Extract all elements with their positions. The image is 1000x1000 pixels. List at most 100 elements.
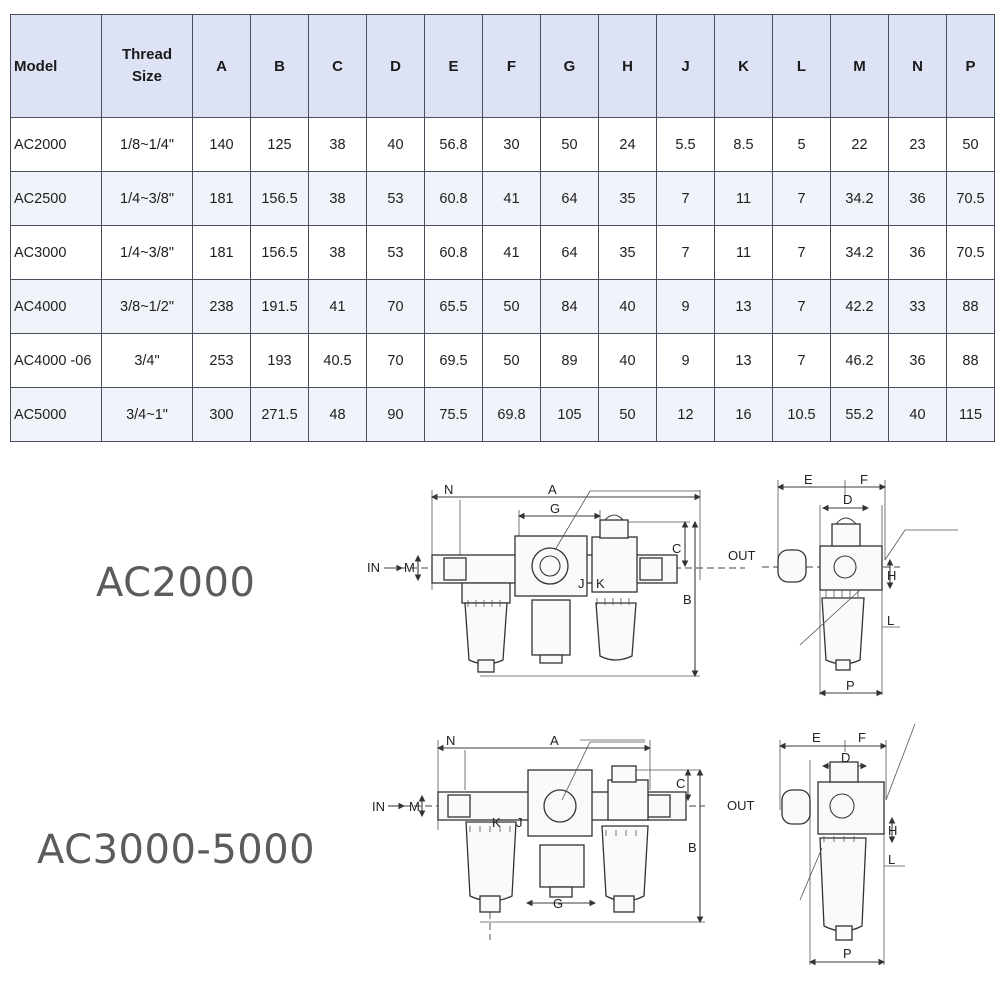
cell-model: AC2500 bbox=[10, 171, 102, 226]
dim-f-label: F bbox=[860, 472, 868, 487]
dim-b-label: B bbox=[683, 592, 692, 607]
dim-e-label-2: E bbox=[812, 730, 821, 745]
cell-e: 60.8 bbox=[424, 171, 483, 226]
dim-a-label-2: A bbox=[550, 733, 559, 748]
dim-l-label: L bbox=[887, 613, 894, 628]
cell-k: 16 bbox=[714, 387, 773, 442]
header-cell-d: D bbox=[366, 14, 425, 118]
cell-f: 50 bbox=[482, 279, 541, 334]
cell-e: 60.8 bbox=[424, 225, 483, 280]
dim-b-label-2: B bbox=[688, 840, 697, 855]
dim-c-label-2: C bbox=[676, 776, 685, 791]
cell-h: 50 bbox=[598, 387, 657, 442]
cell-b: 271.5 bbox=[250, 387, 309, 442]
cell-b: 125 bbox=[250, 117, 309, 172]
dim-m-label-2: M bbox=[409, 799, 420, 814]
dim-m-label: M bbox=[404, 560, 415, 575]
header-cell-p: P bbox=[946, 14, 995, 118]
cell-c: 40.5 bbox=[308, 333, 367, 388]
dim-k-label: K bbox=[596, 576, 605, 591]
model-label-ac2000: AC2000 bbox=[96, 560, 256, 606]
cell-a: 181 bbox=[192, 171, 251, 226]
cell-n: 36 bbox=[888, 171, 947, 226]
cell-a: 300 bbox=[192, 387, 251, 442]
cell-d: 40 bbox=[366, 117, 425, 172]
cell-model: AC4000 bbox=[10, 279, 102, 334]
header-thread-line-1: Thread bbox=[121, 46, 172, 63]
cell-g: 84 bbox=[540, 279, 599, 334]
dim-j-label: J bbox=[578, 576, 585, 591]
cell-b: 193 bbox=[250, 333, 309, 388]
cell-m: 42.2 bbox=[830, 279, 889, 334]
cell-e: 69.5 bbox=[424, 333, 483, 388]
dim-e-label: E bbox=[804, 472, 813, 487]
header-thread-line-2: Size bbox=[131, 68, 162, 85]
cell-j: 7 bbox=[656, 171, 715, 226]
cell-j: 9 bbox=[656, 279, 715, 334]
table-header: Model Thread Size A B C D E F G H J K L … bbox=[10, 14, 995, 118]
cell-j: 9 bbox=[656, 333, 715, 388]
dim-p-label-2: P bbox=[843, 946, 852, 961]
dim-f-label-2: F bbox=[858, 730, 866, 745]
cell-e: 75.5 bbox=[424, 387, 483, 442]
cell-b: 156.5 bbox=[250, 171, 309, 226]
model-label-ac3000-5000: AC3000-5000 bbox=[37, 827, 316, 873]
cell-h: 40 bbox=[598, 333, 657, 388]
dim-h-label: H bbox=[887, 568, 896, 583]
cell-h: 35 bbox=[598, 171, 657, 226]
cell-g: 50 bbox=[540, 117, 599, 172]
ac2000-front-view: N A G C B IN M bbox=[367, 482, 745, 678]
header-cell-model: Model bbox=[10, 14, 102, 118]
cell-n: 23 bbox=[888, 117, 947, 172]
cell-p: 50 bbox=[946, 117, 995, 172]
cell-h: 35 bbox=[598, 225, 657, 280]
in-port-label-2: IN bbox=[372, 799, 385, 814]
dim-j-label-2: J bbox=[516, 815, 523, 830]
dim-g-label: G bbox=[550, 501, 560, 516]
cell-thread-size: 3/8~1/2" bbox=[101, 279, 193, 334]
ac2000-side-view: E F D OUT H L P bbox=[728, 472, 958, 697]
cell-a: 140 bbox=[192, 117, 251, 172]
out-port-label: OUT bbox=[728, 548, 756, 563]
cell-a: 253 bbox=[192, 333, 251, 388]
cell-j: 5.5 bbox=[656, 117, 715, 172]
cell-g: 64 bbox=[540, 171, 599, 226]
cell-a: 181 bbox=[192, 225, 251, 280]
cell-p: 88 bbox=[946, 333, 995, 388]
header-cell-b: B bbox=[250, 14, 309, 118]
cell-k: 13 bbox=[714, 333, 773, 388]
dim-d-label-2: D bbox=[841, 750, 850, 765]
dim-n-label-2: N bbox=[446, 733, 455, 748]
cell-p: 88 bbox=[946, 279, 995, 334]
dim-n-label: N bbox=[444, 482, 453, 497]
header-cell-f: F bbox=[482, 14, 541, 118]
cell-n: 36 bbox=[888, 333, 947, 388]
cell-h: 40 bbox=[598, 279, 657, 334]
cell-l: 10.5 bbox=[772, 387, 831, 442]
cell-p: 70.5 bbox=[946, 171, 995, 226]
cell-model: AC3000 bbox=[10, 225, 102, 280]
out-port-label-2: OUT bbox=[727, 798, 755, 813]
cell-p: 115 bbox=[946, 387, 995, 442]
dim-c-label: C bbox=[672, 541, 681, 556]
cell-p: 70.5 bbox=[946, 225, 995, 280]
dim-a-label: A bbox=[548, 482, 557, 497]
cell-m: 55.2 bbox=[830, 387, 889, 442]
header-cell-a: A bbox=[192, 14, 251, 118]
cell-l: 7 bbox=[772, 279, 831, 334]
in-port-label: IN bbox=[367, 560, 380, 575]
cell-thread-size: 1/4~3/8" bbox=[101, 171, 193, 226]
header-cell-l: L bbox=[772, 14, 831, 118]
header-cell-n: N bbox=[888, 14, 947, 118]
cell-g: 89 bbox=[540, 333, 599, 388]
cell-c: 38 bbox=[308, 117, 367, 172]
dim-g-label-2: G bbox=[553, 896, 563, 911]
header-row: Model Thread Size A B C D E F G H J K L … bbox=[10, 14, 995, 118]
spec-table: Model Thread Size A B C D E F G H J K L … bbox=[10, 14, 995, 442]
